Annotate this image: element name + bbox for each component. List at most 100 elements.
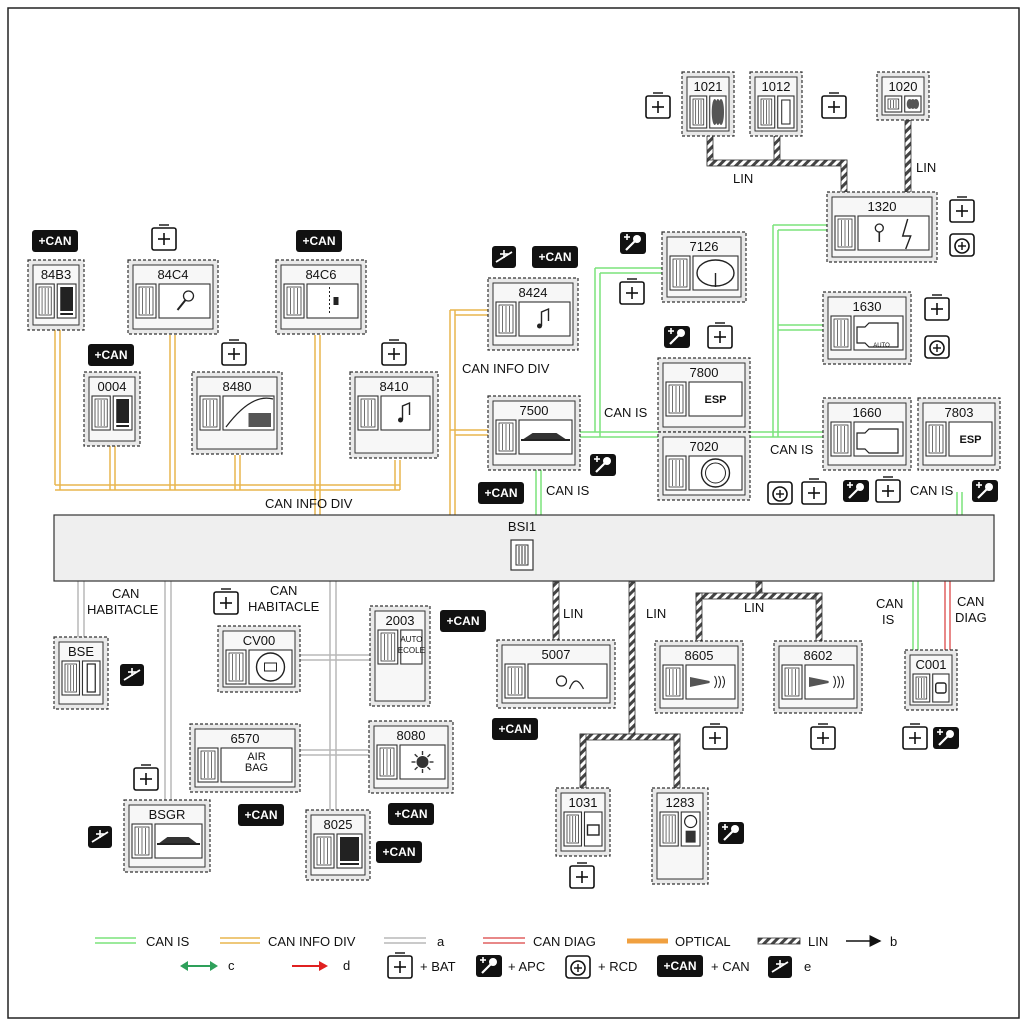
plus-can-badge: +CAN <box>657 955 703 977</box>
legend-rcd: + RCD <box>598 959 637 974</box>
module-1660[interactable]: 1660 <box>822 397 912 471</box>
module-0004[interactable]: 0004 <box>83 371 141 447</box>
module-1020[interactable]: 1020 <box>876 71 930 121</box>
module-8480[interactable]: 8480 <box>191 371 283 455</box>
svg-text:+CAN: +CAN <box>484 486 517 500</box>
module-bsgr[interactable]: BSGR <box>123 799 211 873</box>
bus-label-diag: DIAG <box>955 610 987 625</box>
steering-icon <box>692 255 739 291</box>
legend-c: c <box>180 958 235 973</box>
music-note-icon <box>380 395 431 431</box>
legend: CAN IS CAN INFO DIV a CAN DIAG OPTICAL L… <box>95 934 897 979</box>
bat-badge <box>569 862 595 889</box>
legend-optical: OPTICAL <box>627 934 731 949</box>
apc-key-icon <box>933 727 959 749</box>
bat-badge <box>387 952 413 979</box>
bus-label-lin: LIN <box>646 606 666 621</box>
pump-icon <box>583 811 603 847</box>
switch-icon <box>492 246 516 268</box>
bus-label-lin: LIN <box>733 171 753 186</box>
svg-text:d: d <box>343 958 350 973</box>
gearbox-icon <box>853 421 904 457</box>
module-8410[interactable]: 8410 <box>349 371 439 459</box>
module-8605[interactable]: 8605 <box>654 640 744 714</box>
esp-icon: ESP <box>948 421 993 457</box>
module-cv00[interactable]: CV00 <box>217 625 301 693</box>
module-7500[interactable]: 7500 <box>487 395 581 471</box>
apc-key-icon <box>718 822 744 844</box>
rcd-clock-icon <box>924 335 950 359</box>
chip-icon <box>197 747 219 783</box>
module-7126[interactable]: 7126 <box>661 231 747 303</box>
legend-d: d <box>292 958 350 973</box>
module-code: 7500 <box>520 403 549 418</box>
chip-icon <box>225 649 247 685</box>
module-code: 8602 <box>804 648 833 663</box>
legend-bat: + BAT <box>420 959 456 974</box>
gearbox-icon: AUTO <box>853 315 904 351</box>
module-8025[interactable]: 8025 <box>305 809 371 881</box>
svg-text:CAN INFO DIV: CAN INFO DIV <box>268 934 356 949</box>
chip-icon <box>357 395 379 431</box>
module-84b3[interactable]: 84B3 <box>27 259 85 331</box>
switch-icon <box>88 826 112 848</box>
lin-wires <box>552 119 912 789</box>
chip-icon <box>283 283 305 319</box>
svg-text:CAN IS: CAN IS <box>146 934 190 949</box>
bus-label-can-is: CAN IS <box>604 405 648 420</box>
rain-light-sensor-icon <box>527 663 608 699</box>
chip-icon <box>662 664 684 700</box>
chip-icon <box>510 539 534 571</box>
chip-icon <box>131 823 153 859</box>
bsi1-unit[interactable]: BSI1 <box>53 514 995 582</box>
module-code: 8605 <box>685 648 714 663</box>
chip-icon <box>884 95 903 113</box>
module-5007[interactable]: 5007 <box>496 639 616 709</box>
module-1283[interactable]: 1283 <box>651 787 709 885</box>
legend-power-symbols: +CAN <box>387 952 792 979</box>
bus-label-can: CAN <box>112 586 139 601</box>
legend-e: e <box>804 959 811 974</box>
module-code: 84B3 <box>41 267 71 282</box>
module-1031[interactable]: 1031 <box>555 787 611 857</box>
plus-can-badge: +CAN <box>440 610 486 632</box>
steering-wheel-icon <box>248 649 293 685</box>
switch-icon <box>768 956 792 978</box>
bat-badge <box>213 588 239 615</box>
apc-key-icon <box>620 232 646 254</box>
module-code: 1031 <box>569 795 598 810</box>
diagnostic-socket-icon <box>932 673 950 703</box>
module-1021[interactable]: 1021 <box>681 71 735 137</box>
chip-icon <box>777 95 795 129</box>
module-8424[interactable]: 8424 <box>487 277 579 351</box>
module-84c4[interactable]: 84C4 <box>127 259 219 335</box>
bat-badge <box>221 339 247 366</box>
svg-text:c: c <box>228 958 235 973</box>
chip-icon <box>669 255 691 291</box>
module-8080[interactable]: 8080 <box>368 720 454 794</box>
chip-icon <box>376 744 398 780</box>
bus-label-can-is: CAN IS <box>546 483 590 498</box>
antenna-icon <box>222 395 275 431</box>
module-1012[interactable]: 1012 <box>749 71 803 137</box>
plus-can-badge: +CAN <box>532 246 578 268</box>
module-c001[interactable]: C001 <box>904 649 958 711</box>
module-84c6[interactable]: 84C6 <box>275 259 367 335</box>
module-bse[interactable]: BSE <box>53 636 109 710</box>
legend-b: b <box>846 934 897 949</box>
bat-badge <box>619 278 645 305</box>
module-7020[interactable]: 7020 <box>657 431 751 501</box>
module-8602[interactable]: 8602 <box>773 640 863 714</box>
module-1320[interactable]: 1320 <box>826 191 938 263</box>
rcd-clock-icon <box>767 481 793 505</box>
climate-icon <box>399 744 446 780</box>
svg-text:+CAN: +CAN <box>302 234 335 248</box>
siren-icon <box>804 664 855 700</box>
